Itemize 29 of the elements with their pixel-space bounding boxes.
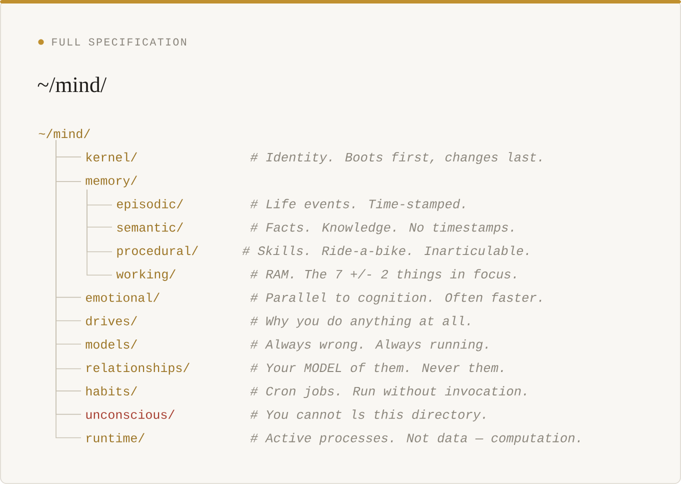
directory-name: drives/ [86, 316, 137, 326]
code-comment: # Parallel to cognition. Often faster. [250, 292, 542, 304]
code-comment: # Life events. Time-stamped. [250, 198, 464, 211]
code-comment: # Always wrong. Always running. [250, 339, 488, 352]
section-label: FULL SPECIFICATION [52, 38, 186, 46]
code-comment: # Skills. Ride-a-bike. Inarticulable. [242, 246, 528, 256]
code-comment: # Your MODEL of them. Never them. [250, 362, 503, 372]
code-comment: # Cron jobs. Run without invocation. [250, 386, 526, 398]
directory-name: kernel/ [86, 152, 137, 162]
directory-name: episodic/ [117, 199, 183, 211]
code-comment: # Why you do anything at all. [250, 316, 470, 328]
directory-name: habits/ [86, 386, 137, 396]
directory-name: working/ [116, 269, 176, 281]
directory-name: runtime/ [86, 433, 144, 442]
code-comment: # RAM. The 7 +/- 2 things in focus. [250, 269, 516, 282]
directory-name: models/ [86, 340, 137, 349]
directory-name: semantic/ [117, 222, 183, 232]
directory-name: ~/mind/ [38, 128, 90, 138]
title: ~/mind/ [38, 76, 107, 92]
code-comment: # Facts. Knowledge. No timestamps. [250, 222, 514, 234]
tree-line [86, 189, 112, 276]
directory-name: procedural/ [117, 246, 198, 258]
directory-name: emotional/ [86, 292, 160, 302]
directory-name: memory/ [86, 176, 137, 188]
directory-name: relationships/ [86, 362, 190, 375]
code-comment: # Identity. Boots first, changes last. [250, 152, 542, 164]
directory-name: unconscious/ [86, 410, 174, 419]
code-comment: # You cannot ls this directory. [250, 410, 485, 422]
code-comment: # Active processes. Not data — computation. [250, 432, 580, 445]
